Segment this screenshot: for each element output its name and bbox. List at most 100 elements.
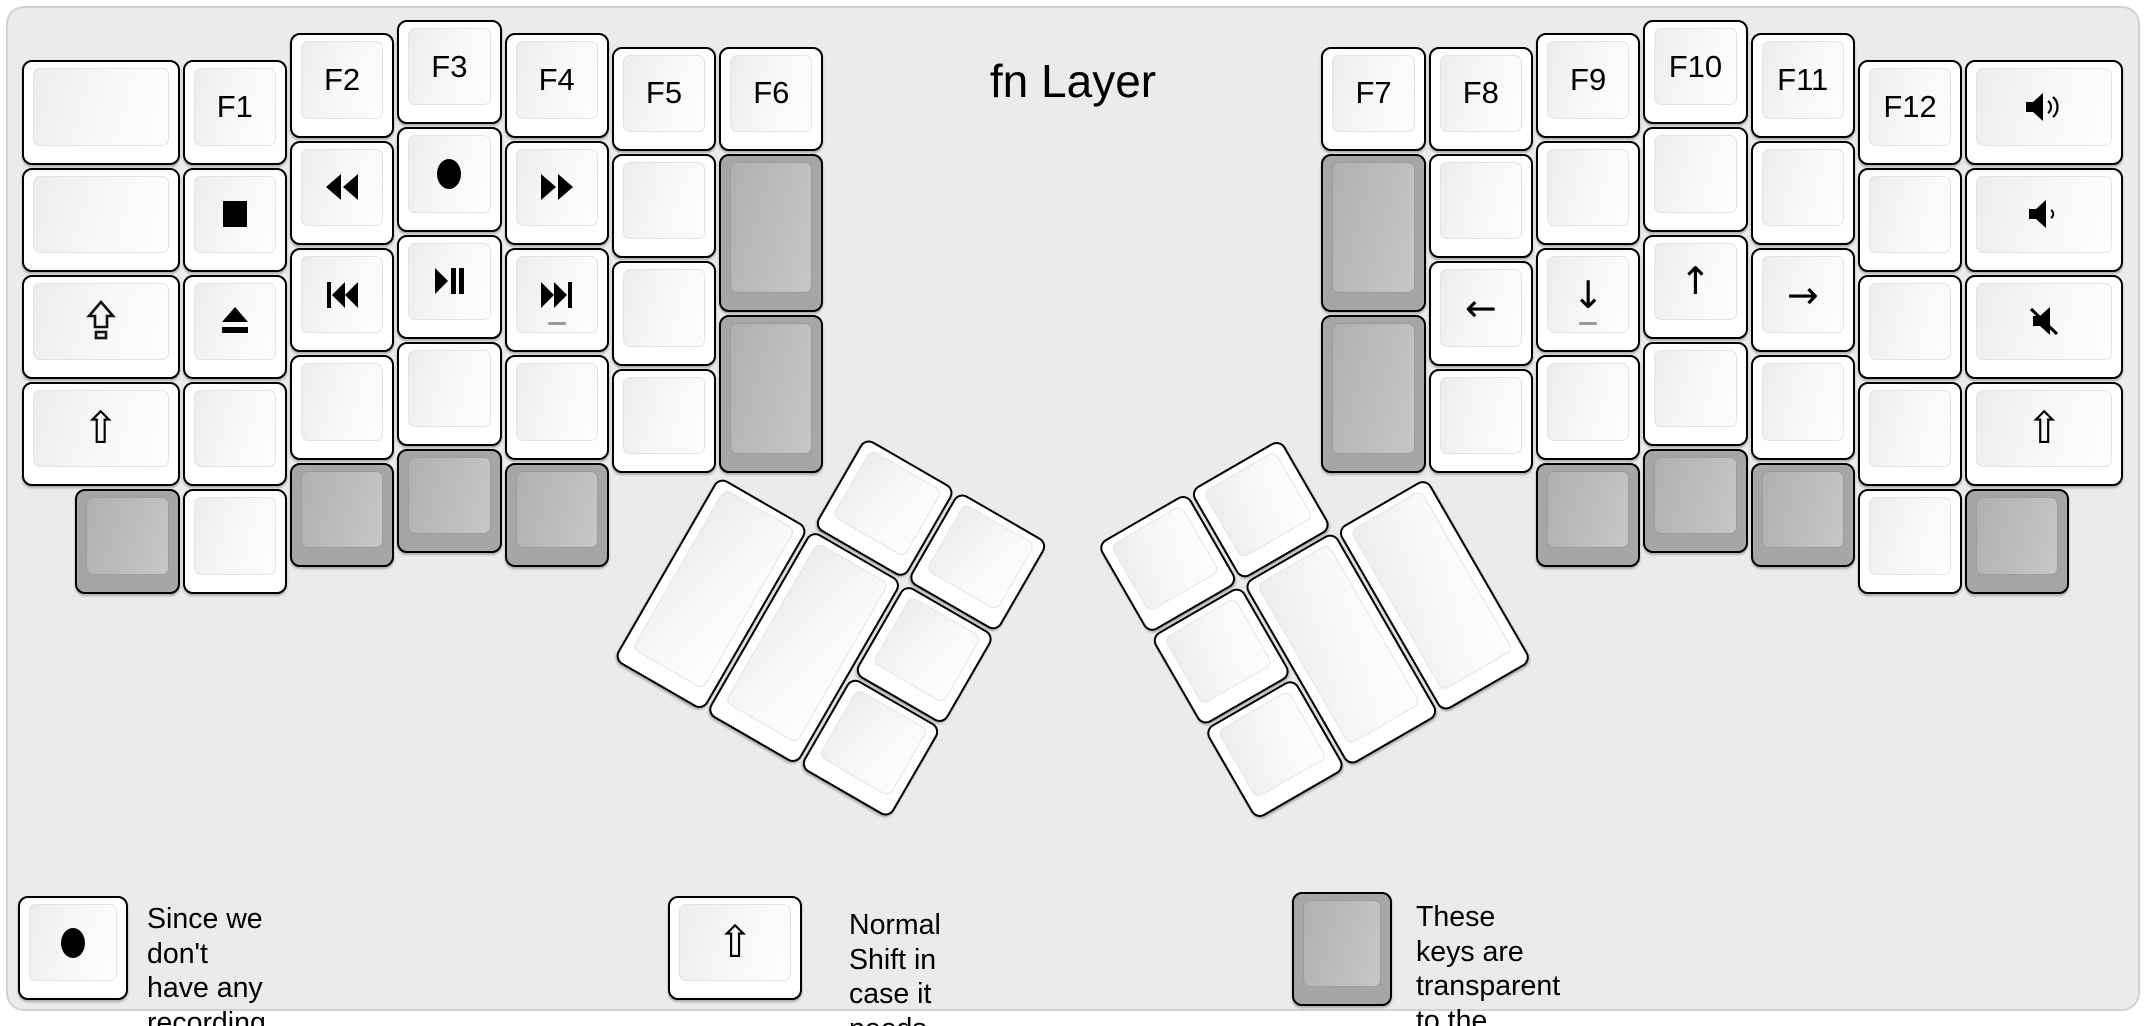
key-f11: F11 xyxy=(1750,33,1855,138)
homing-bar xyxy=(547,322,566,326)
keycap-face xyxy=(300,470,384,548)
key-blank xyxy=(1750,140,1855,245)
key-blank xyxy=(1857,489,1963,594)
keycap-face: F12 xyxy=(1868,68,1952,146)
key-arrow-right: → xyxy=(1750,248,1855,353)
prev-track-icon xyxy=(327,281,359,308)
play-pause-icon xyxy=(435,268,465,295)
keycap-face xyxy=(408,457,491,535)
keycap-face: ⇧ xyxy=(32,390,169,468)
keycap-face: F8 xyxy=(1439,54,1522,133)
keycap-face xyxy=(1547,470,1630,548)
next-track-icon xyxy=(540,281,572,308)
legend-shift-key: ⇧ xyxy=(668,896,802,1000)
key-label: F9 xyxy=(1570,62,1607,98)
shift-icon: ⇧ xyxy=(716,916,754,968)
keycap-face xyxy=(1868,497,1952,575)
keycap-face: F9 xyxy=(1547,41,1630,119)
key-shift: ⇧ xyxy=(1965,382,2124,487)
key-f3: F3 xyxy=(397,20,502,125)
keycap-face xyxy=(1868,390,1952,468)
key-prev-track xyxy=(289,248,395,353)
keycap-face xyxy=(730,323,813,454)
shift-icon: ⇧ xyxy=(82,402,120,454)
record-icon xyxy=(437,158,462,189)
key-eject xyxy=(182,274,287,380)
keycap-face xyxy=(1868,282,1952,361)
key-blank xyxy=(1643,127,1748,232)
key-transparent xyxy=(719,154,824,313)
keycap-face xyxy=(515,470,598,548)
legend-key-sample: ⇧ xyxy=(668,896,802,1000)
key-blank xyxy=(1536,355,1641,460)
key-transparent xyxy=(1536,462,1641,567)
arrow-down-icon: ↓ xyxy=(1572,272,1605,317)
keycap-face xyxy=(1654,135,1737,213)
arrow-right-icon: → xyxy=(1786,272,1819,317)
keycap-face xyxy=(86,497,169,575)
keycap-face xyxy=(622,162,706,240)
key-blank xyxy=(1857,274,1963,380)
keycap-face xyxy=(1761,148,1844,226)
key-f1: F1 xyxy=(182,60,287,165)
key-arrow-down: ↓ xyxy=(1536,248,1641,353)
arrow-up-icon: ↑ xyxy=(1679,259,1712,304)
keycap-face: ⇧ xyxy=(679,904,791,981)
key-label: F4 xyxy=(538,62,575,98)
key-shift: ⇧ xyxy=(21,382,180,487)
layer-title: fn Layer xyxy=(989,55,1157,107)
key-label: F7 xyxy=(1355,75,1392,111)
legend-shift-text: Normal Shift in case it needs to be send… xyxy=(849,909,941,1026)
keycap-face xyxy=(300,363,384,441)
key-blank xyxy=(21,60,180,165)
key-volume-up xyxy=(1965,60,2124,165)
key-blank xyxy=(611,261,717,366)
key-label: F11 xyxy=(1777,62,1829,98)
shift-icon: ⇧ xyxy=(2025,402,2063,454)
keycap-face: F10 xyxy=(1654,28,1737,106)
legend-record-key xyxy=(18,896,128,1000)
keycap-face xyxy=(1547,363,1630,441)
key-f10: F10 xyxy=(1643,20,1748,125)
legend-key-sample xyxy=(1292,892,1392,1006)
keycap-face xyxy=(408,242,491,320)
key-capslock xyxy=(21,274,180,380)
eject-icon xyxy=(221,307,248,334)
key-transparent xyxy=(504,462,609,567)
legend-item-media-select: Since we don't have any recording key, t… xyxy=(18,896,266,1026)
keycap-face xyxy=(193,390,276,468)
key-label: F1 xyxy=(216,88,253,124)
key-transparent xyxy=(719,315,824,473)
keycap-face xyxy=(1547,148,1630,226)
key-blank xyxy=(611,154,717,259)
key-next-track xyxy=(504,248,609,353)
caps-lock-icon xyxy=(85,300,116,340)
keycap-face xyxy=(1976,497,2059,575)
key-label: F10 xyxy=(1668,48,1723,84)
keycap-face: F4 xyxy=(515,41,598,119)
keycap-face xyxy=(730,162,813,294)
rewind-icon xyxy=(326,174,359,201)
keycap-face xyxy=(29,904,117,981)
key-f6: F6 xyxy=(719,46,824,152)
legend-transparent-text: These keys are transparent to the layout… xyxy=(1416,901,1561,1026)
key-transparent xyxy=(1965,489,2070,594)
key-f4: F4 xyxy=(504,33,609,138)
keycap-face xyxy=(1439,162,1522,240)
arrow-left-icon: ← xyxy=(1464,286,1497,331)
key-fast-forward xyxy=(504,140,609,245)
key-play-pause xyxy=(397,234,502,339)
keycap-face: ⇧ xyxy=(1976,390,2113,468)
key-record xyxy=(397,127,502,232)
keycap-face: F3 xyxy=(408,28,491,106)
keycap-face xyxy=(1976,282,2113,361)
key-transparent xyxy=(1321,154,1426,313)
key-blank xyxy=(1643,341,1748,447)
key-blank xyxy=(1857,167,1963,272)
key-rewind xyxy=(289,140,395,245)
legend-item-transparent: These keys are transparent to the layout… xyxy=(1292,892,1560,1026)
key-volume-down xyxy=(1965,167,2124,272)
key-label: F6 xyxy=(753,75,790,111)
keycap-face xyxy=(193,497,276,575)
